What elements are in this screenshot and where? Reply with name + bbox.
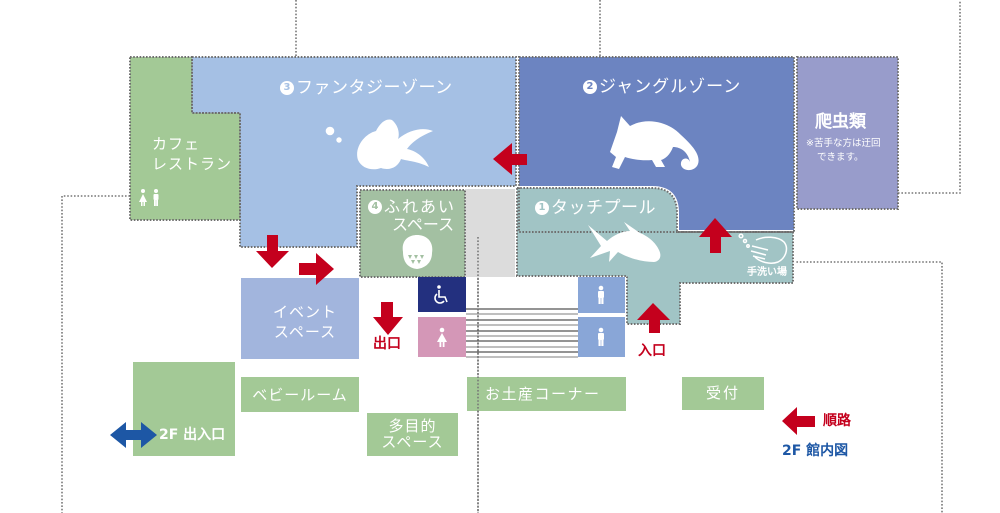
cafe-restroom-icons [139,189,159,206]
zone-number-badge: 3 [280,81,294,95]
passage-gray [465,189,518,277]
route-arrow-up-icon [699,218,732,253]
route-arrow-down-icon [256,235,289,268]
baby-room-text: ベビールーム [252,385,348,404]
baby-room-box [241,377,359,412]
multipurpose-line1: 多目的 [388,417,437,435]
exit-label: 出口 [373,336,401,352]
zone-touch-pool-label: タッチプール [551,198,656,218]
entrance-2f-label: 2F 出入口 [159,427,226,443]
restroom-male-icon [598,327,604,346]
restroom-male-icon [598,285,604,304]
wheelchair-restroom [418,277,466,312]
zone-fureai-label-line2: スペース [392,215,455,234]
zone-fantasy-label: ファンタジーゾーン [296,78,453,98]
cafe-label-line2: レストラン [152,155,233,173]
zone-number-badge: 1 [535,201,549,215]
route-arrows [256,143,815,435]
reception-box [682,377,764,410]
zone-fantasy [192,57,516,247]
restroom-female-icon [437,327,447,347]
zone-jungle-label: ジャングルゾーン [599,77,742,97]
zone-number-badge: 2 [583,80,597,94]
entrance-label: 入口 [638,343,666,359]
zone-reptile-label: 爬虫類 [815,112,866,132]
event-space-line1: イベント [272,303,337,321]
wheelchair-icon [434,285,448,304]
handwash-label: 手洗い場 [747,267,787,278]
reptile-note-line2: できます。 [817,152,864,163]
legend-route-label: 順路 [823,413,851,429]
multipurpose-box [367,413,458,456]
souvenir-label: お土産コーナー [485,385,601,403]
cafe-label-line1: カフェ [152,135,201,153]
souvenir-box [467,377,626,411]
zone-outlines [129,56,899,325]
zone-cafe [130,57,240,220]
hand-wash-icon [738,233,788,264]
stairs [466,308,578,358]
fish-icon [588,222,661,262]
legend-arrow-icon [782,407,815,435]
multipurpose-label: 多目的 スペース [367,418,458,450]
seal-face-icon [402,235,433,269]
entrance-arrow-icon [637,303,670,333]
reception-label: 受付 [682,376,764,409]
chameleon-icon [610,116,699,171]
zone-reptile [797,57,898,209]
goldfish-icon [325,119,433,170]
event-space-box [241,278,359,359]
event-space-label: イベント スペース [251,302,359,342]
reception-text: 受付 [705,383,740,402]
legend-map-title: 2F 館内図 [782,443,849,459]
event-space-line2: スペース [273,323,337,341]
double-arrow-icon [110,422,157,448]
baby-room-label: ベビールーム [241,377,359,412]
route-arrow-left-icon [493,143,527,175]
multipurpose-line2: スペース [381,433,444,451]
reptile-note-line1: ※苦手な方は迂回 [806,138,881,149]
zone-fureai-label-line1: ふれあい [384,197,457,216]
route-arrow-right-icon [299,253,334,285]
exit-arrow-icon [373,302,403,335]
zone-number-badge: 4 [368,200,382,214]
